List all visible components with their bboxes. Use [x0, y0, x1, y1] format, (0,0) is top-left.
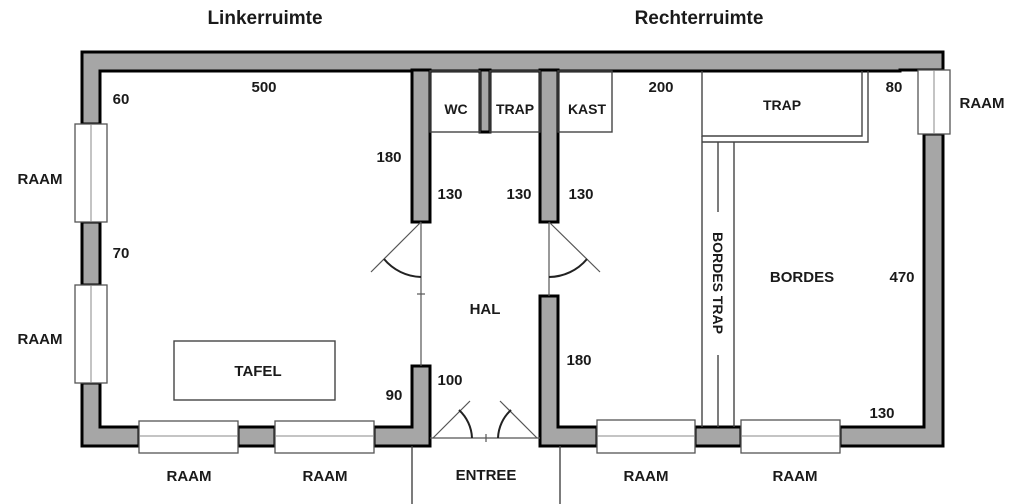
tafel-box — [173, 340, 336, 401]
dim-right-corner-80: 80 — [886, 79, 903, 96]
title-left: Linkerruimte — [207, 8, 322, 29]
window-right-top — [917, 69, 951, 135]
windows — [74, 69, 951, 454]
window-left-upper — [74, 123, 108, 223]
window-bottom-4 — [740, 419, 841, 454]
room-hal: HAL — [470, 301, 501, 318]
wall-bottom-left-mid — [236, 425, 277, 448]
window-bottom-3 — [596, 419, 696, 454]
dim-right-top-200: 200 — [648, 79, 673, 96]
dim-hall-100: 100 — [437, 372, 462, 389]
wall-hall-left-l — [372, 364, 432, 448]
room-trap-hall: TRAP — [496, 101, 534, 117]
window-left-lower — [74, 284, 108, 384]
wall-bottom-right-mid — [693, 425, 743, 448]
doors — [370, 221, 601, 504]
room-tafel: TAFEL — [234, 363, 281, 380]
kast-box — [557, 70, 613, 133]
dim-right-room-130: 130 — [568, 186, 593, 203]
window-bottom-2 — [274, 420, 375, 454]
wall-left-mid — [80, 220, 102, 287]
room-bordes-trap: BORDES TRAP — [710, 232, 726, 334]
dim-hall-left-130: 130 — [437, 186, 462, 203]
dim-hall-right-130: 130 — [506, 186, 531, 203]
wall-partition-right-upper — [538, 68, 560, 224]
dim-left-bottom-90: 90 — [386, 387, 403, 404]
trap-right-inner — [701, 71, 863, 137]
dim-left-corner: 60 — [113, 91, 130, 108]
dim-right-wall-470: 470 — [889, 269, 914, 286]
window-bottom-1 — [138, 420, 239, 454]
wc-box — [429, 70, 481, 133]
title-right: Rechterruimte — [635, 8, 764, 29]
trap-hall-box — [489, 70, 541, 133]
dim-left-partition: 180 — [376, 149, 401, 166]
wall-partition-left-upper — [410, 68, 432, 224]
room-bordes: BORDES — [770, 269, 834, 286]
label-window-bottom-2: RAAM — [303, 468, 348, 485]
dim-right-partition-180: 180 — [566, 352, 591, 369]
label-window-bottom-3: RAAM — [624, 468, 669, 485]
fixtures — [173, 70, 869, 427]
room-kast: KAST — [568, 101, 607, 117]
dim-left-wall-mid: 70 — [113, 245, 130, 262]
wall-hall-right-l — [538, 294, 599, 448]
dim-right-bottom-130: 130 — [869, 405, 894, 422]
room-entree: ENTREE — [456, 467, 517, 484]
wall-bottom-right-corner — [838, 132, 945, 448]
wall-wc-trap — [478, 68, 492, 134]
dim-left-top-width: 500 — [251, 79, 276, 96]
label-window-right-top: RAAM — [960, 95, 1005, 112]
trap-right-outer — [702, 71, 869, 143]
room-wc: WC — [444, 101, 467, 117]
label-window-left-upper: RAAM — [18, 171, 63, 188]
label-window-bottom-4: RAAM — [773, 468, 818, 485]
room-trap-right: TRAP — [763, 97, 801, 113]
label-window-bottom-1: RAAM — [167, 468, 212, 485]
wall-bottom-left-corner — [80, 381, 141, 448]
label-window-left-lower: RAAM — [18, 331, 63, 348]
